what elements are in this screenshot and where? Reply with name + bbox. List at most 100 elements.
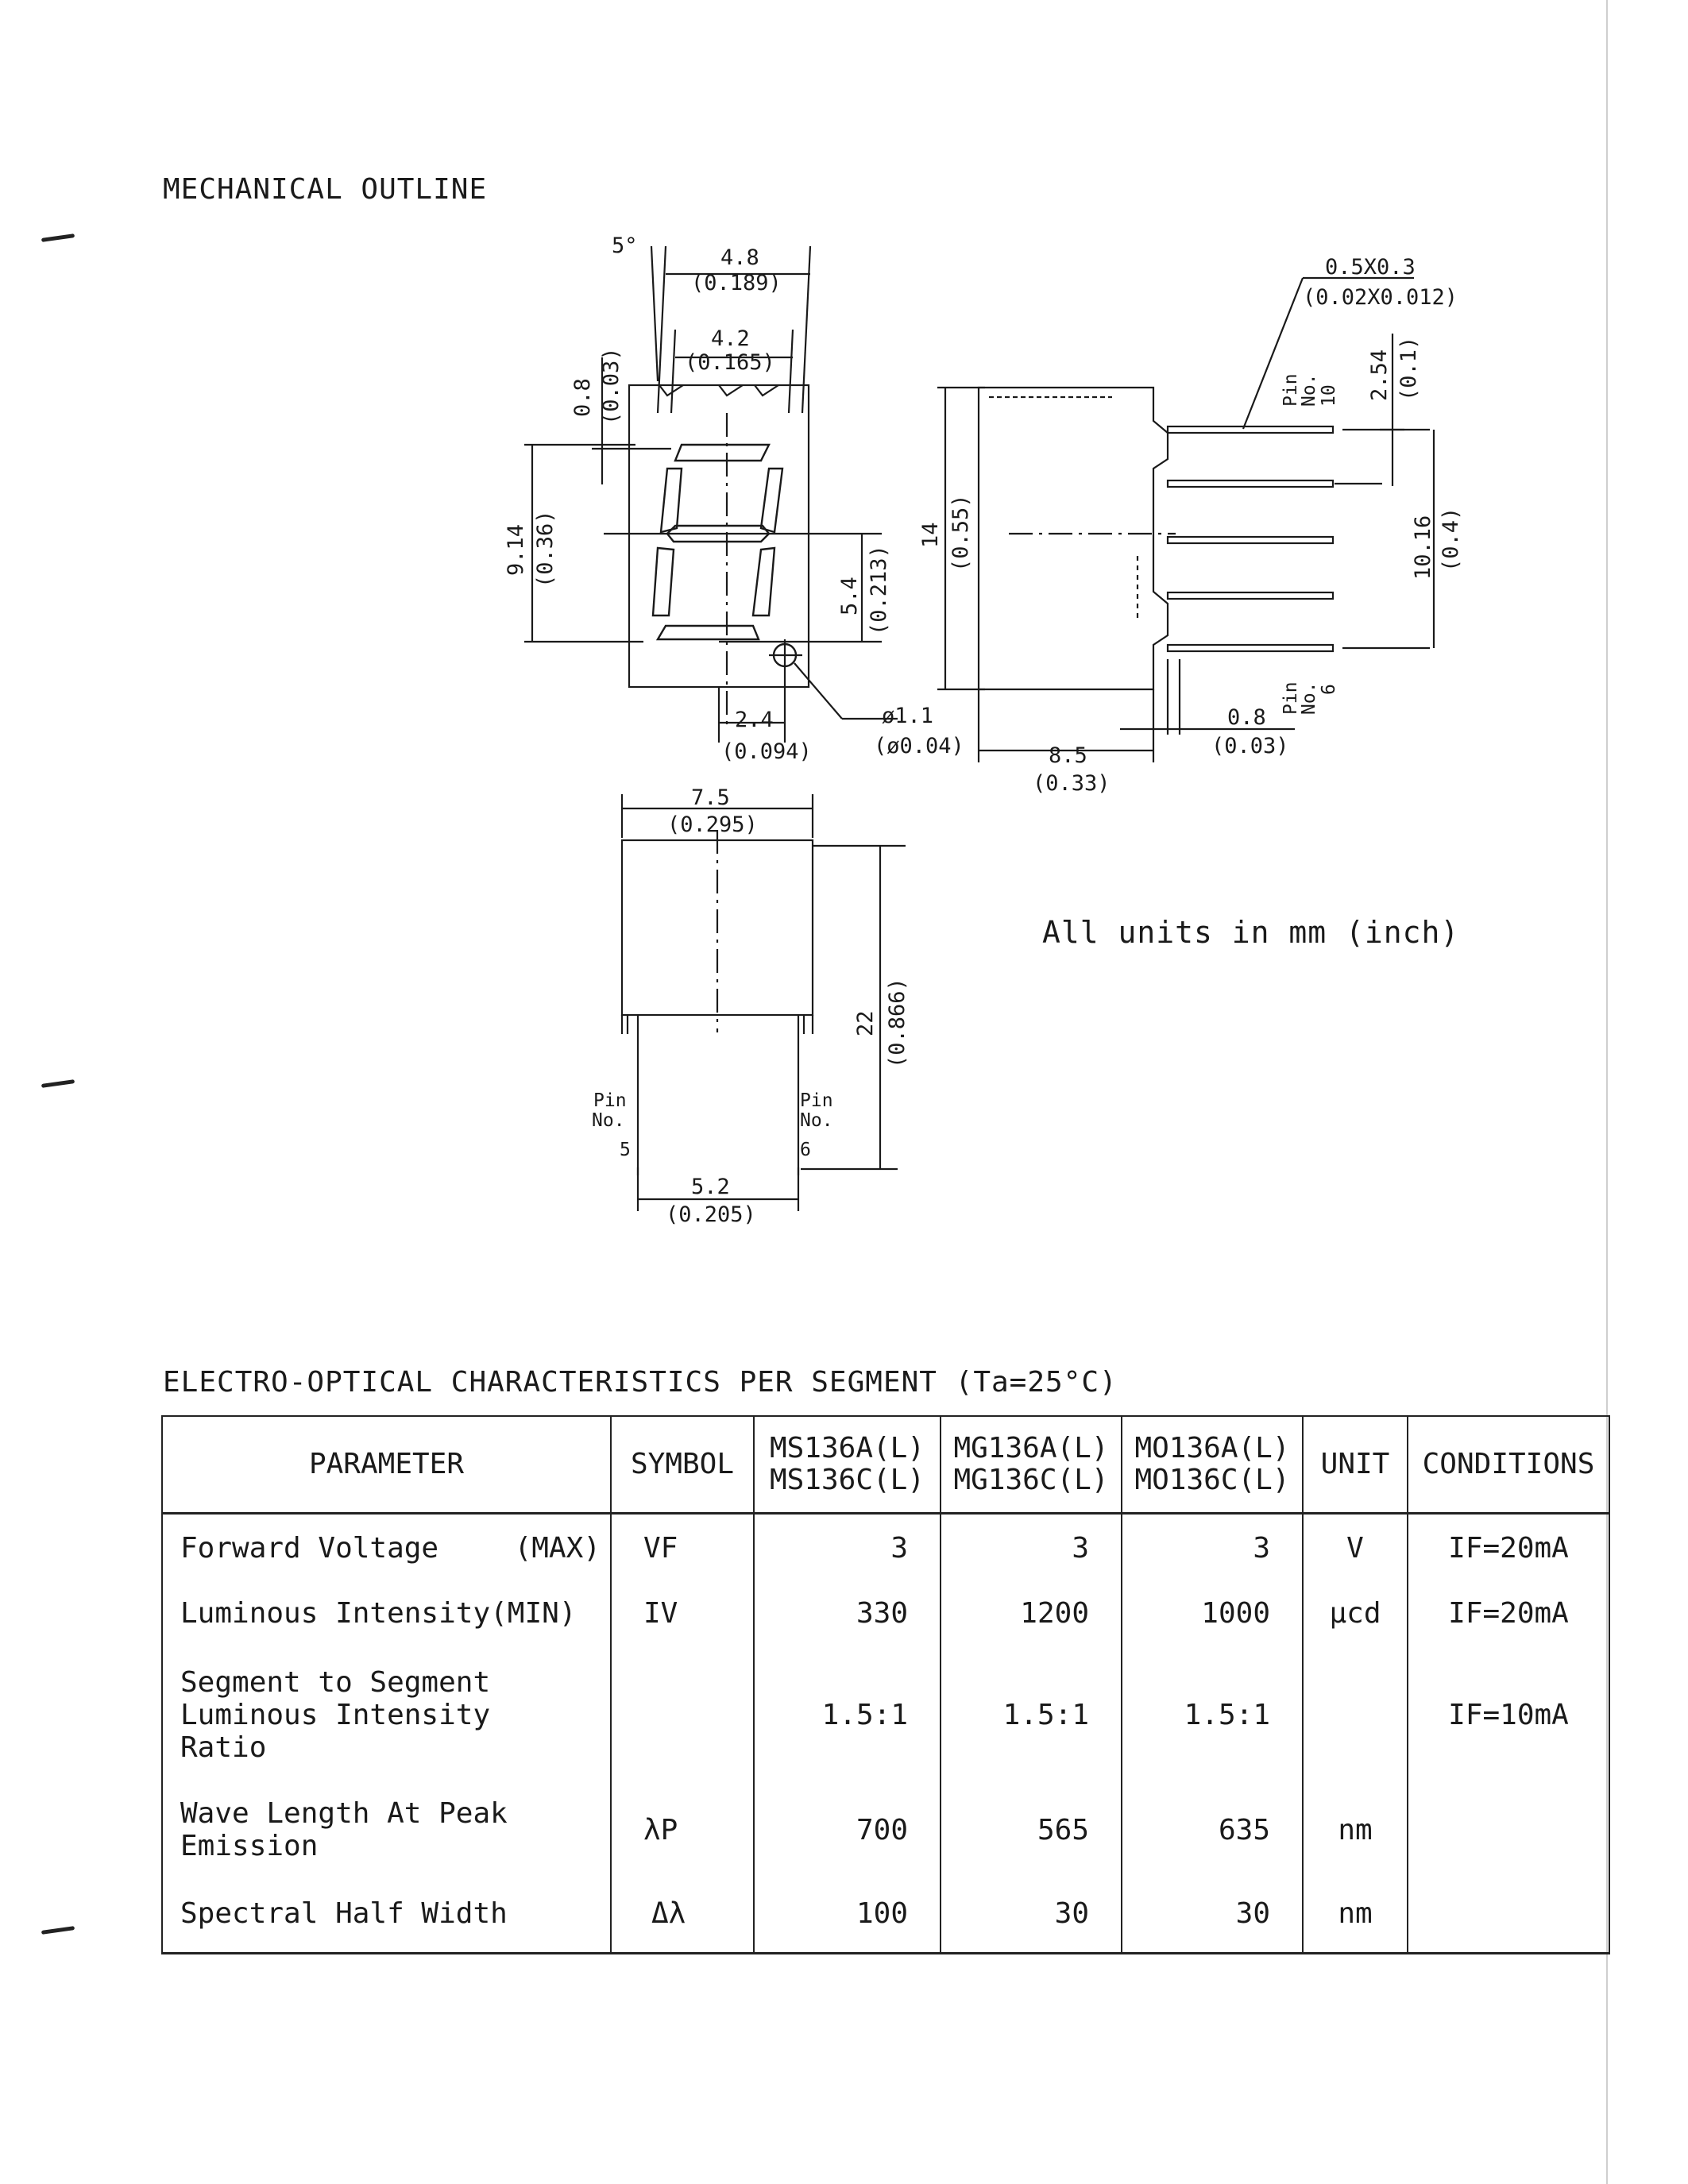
param-cell: Forward Voltage (MAX) (161, 1513, 612, 1582)
conditions-cell (1407, 1784, 1610, 1876)
side-view-body (977, 386, 1169, 691)
pin10-number: 10 (1319, 384, 1339, 407)
electro-optical-table: PARAMETER SYMBOL MS136A(L)MS136C(L) MG13… (161, 1415, 1610, 1954)
pin5-number: 5 (620, 1140, 631, 1160)
header-mo136a: MO136A(L) (1134, 1432, 1290, 1464)
param-name: Forward Voltage (180, 1531, 439, 1565)
value-cell: 3 (1121, 1513, 1304, 1582)
value-cell: 1200 (940, 1581, 1122, 1646)
header-parameter: PARAMETER (161, 1415, 612, 1515)
pin6-side-number: 6 (1319, 684, 1339, 695)
pin10-label: Pin (1280, 373, 1301, 407)
pin10-no: No. (1299, 373, 1319, 407)
pin5-no: No. (592, 1110, 625, 1131)
param-line: Ratio (180, 1731, 267, 1764)
header-ms136: MS136A(L)MS136C(L) (753, 1415, 941, 1515)
pin6-number: 6 (800, 1140, 811, 1160)
dim-row-pitch-in: (0.205) (666, 1202, 756, 1227)
unit-cell: V (1302, 1513, 1408, 1582)
value-cell: 700 (753, 1784, 941, 1876)
header-conditions: CONDITIONS (1407, 1415, 1610, 1515)
symbol-cell: Δλ (610, 1875, 755, 1954)
punch-mark (41, 1926, 75, 1935)
unit-cell: µcd (1302, 1581, 1408, 1646)
dim-pin-offset-in: (0.03) (1211, 734, 1289, 758)
conditions-cell (1407, 1875, 1610, 1954)
dim-height-in: (0.55) (948, 494, 973, 572)
dim-dp-offset-in: (0.094) (721, 739, 812, 764)
value-cell: 1.5:1 (940, 1645, 1122, 1785)
table-row: Spectral Half Width Δλ 100 30 30 nm (161, 1875, 1610, 1954)
symbol-cell (610, 1645, 755, 1785)
dim-width: 7.5 (691, 785, 730, 810)
dim-pin-size-in: (0.02X0.012) (1303, 285, 1458, 310)
param-line: Segment to Segment (180, 1665, 491, 1699)
header-mo136: MO136A(L)MO136C(L) (1121, 1415, 1304, 1515)
header-mg136: MG136A(L)MG136C(L) (940, 1415, 1122, 1515)
dim-row-pitch: 5.2 (691, 1175, 730, 1199)
dim-height: 14 (918, 522, 943, 548)
header-mo136c: MO136C(L) (1134, 1464, 1290, 1496)
header-mg136c: MG136C(L) (953, 1464, 1109, 1496)
dim-pin-pitch-in: (0.1) (1396, 337, 1421, 401)
value-cell: 1.5:1 (1121, 1645, 1304, 1785)
dim-top-gap: 0.8 (570, 378, 595, 417)
dim-half-height-in: (0.213) (867, 545, 891, 635)
param-line: Emission (180, 1830, 319, 1862)
unit-cell: nm (1302, 1784, 1408, 1876)
conditions-cell: IF=10mA (1407, 1645, 1610, 1785)
param-line: Wave Length At Peak (180, 1797, 508, 1830)
dim-depth: 8.5 (1049, 743, 1087, 768)
dim-dp-diameter-in: (ø0.04) (874, 734, 964, 758)
header-unit: UNIT (1302, 1415, 1408, 1515)
dim-half-height: 5.4 (837, 577, 862, 615)
side-view-pins (1166, 425, 1335, 653)
mechanical-drawing: 5° 4.8 (0.189) 4.2 (0.165) 0.8 (0.03) 9.… (504, 233, 1463, 1227)
value-cell: 3 (753, 1513, 941, 1582)
dim-total-length-in: (0.866) (885, 978, 910, 1068)
unit-cell: nm (1302, 1875, 1408, 1954)
pin6-side-no: No. (1299, 681, 1319, 715)
dim-digit-height: 9.14 (504, 524, 528, 576)
header-mg136a: MG136A(L) (953, 1432, 1109, 1464)
dim-width-outer-in: (0.189) (691, 271, 782, 295)
dim-pin-span-in: (0.4) (1439, 507, 1463, 572)
seven-segment-digit (651, 443, 798, 668)
dim-width-inner: 4.2 (711, 326, 750, 351)
value-cell: 100 (753, 1875, 941, 1954)
table-header-row: PARAMETER SYMBOL MS136A(L)MS136C(L) MG13… (161, 1415, 1610, 1515)
dim-pin-pitch: 2.54 (1367, 349, 1392, 401)
page-edge-rule (1606, 0, 1608, 2184)
value-cell: 330 (753, 1581, 941, 1646)
dim-width-in: (0.295) (667, 812, 758, 837)
dim-total-length: 22 (853, 1010, 878, 1036)
conditions-cell: IF=20mA (1407, 1513, 1610, 1582)
pin6-side-label: Pin (1280, 681, 1301, 715)
param-qualifier: (MAX) (514, 1531, 601, 1565)
dim-width-inner-in: (0.165) (685, 350, 775, 375)
dim-dp-offset: 2.4 (735, 708, 774, 732)
dim-digit-height-in: (0.36) (533, 510, 558, 588)
dim-dp-diameter: ø1.1 (882, 704, 933, 728)
param-line: Luminous Intensity (180, 1698, 491, 1731)
dim-depth-in: (0.33) (1033, 771, 1111, 796)
unit-cell (1302, 1645, 1408, 1785)
value-cell: 3 (940, 1513, 1122, 1582)
table-row: Forward Voltage(MAX) VF 3 3 3 V IF=20mA (161, 1513, 1610, 1582)
header-symbol: SYMBOL (610, 1415, 755, 1515)
symbol-cell: IV (610, 1581, 755, 1646)
value-cell: 1.5:1 (753, 1645, 941, 1785)
table-row: Luminous Intensity(MIN) IV 330 1200 1000… (161, 1581, 1610, 1646)
header-ms136c: MS136C(L) (769, 1464, 925, 1496)
dim-angle: 5° (612, 233, 638, 258)
conditions-cell: IF=20mA (1407, 1581, 1610, 1646)
dim-width-outer: 4.8 (720, 245, 759, 270)
value-cell: 635 (1121, 1784, 1304, 1876)
dim-pin-offset: 0.8 (1227, 705, 1266, 730)
units-note: All units in mm (inch) (1042, 915, 1460, 950)
pin5-label: Pin (593, 1090, 627, 1111)
header-ms136a: MS136A(L) (769, 1432, 925, 1464)
